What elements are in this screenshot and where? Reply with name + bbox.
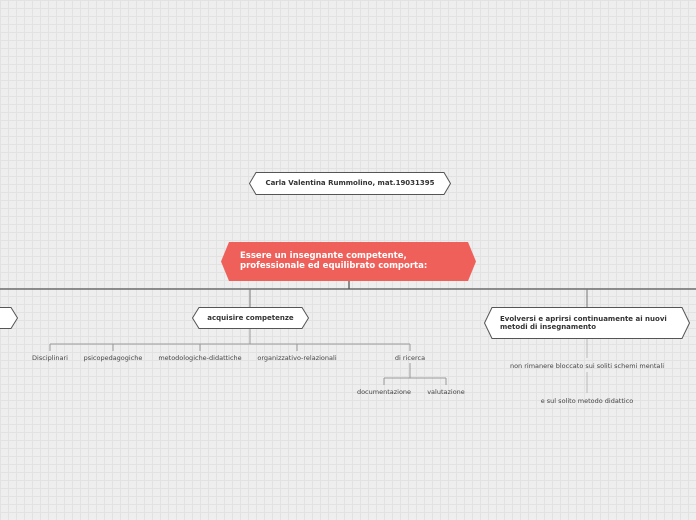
item-valutazione[interactable]: valutazione bbox=[427, 388, 465, 396]
evolversi-shape bbox=[483, 307, 691, 339]
central-topic-shape bbox=[221, 242, 476, 281]
item-organizzativo-relazionali[interactable]: organizzativo-relazionali bbox=[257, 354, 337, 362]
left-branch-shape bbox=[0, 307, 19, 329]
evolversi-node[interactable]: Evolversi e aprirsi continuamente ai nuo… bbox=[483, 307, 691, 339]
competenze-label: acquisire competenze bbox=[207, 313, 294, 322]
left-branch-label bbox=[0, 307, 18, 329]
central-topic-node[interactable]: Essere un insegnante competente, profess… bbox=[221, 242, 476, 281]
evolversi-label: Evolversi e aprirsi continuamente ai nuo… bbox=[500, 314, 667, 331]
item-metodologiche-didattiche[interactable]: metodologiche-didattiche bbox=[158, 354, 242, 362]
author-label: Carla Valentina Rummolino, mat.19031395 bbox=[265, 179, 435, 188]
item-schemi-mentali[interactable]: non rimanere bloccato sui soliti schemi … bbox=[509, 362, 665, 370]
central-topic-label: Essere un insegnante competente, profess… bbox=[240, 250, 428, 271]
author-node-shape bbox=[248, 172, 452, 195]
item-psicopedagogiche[interactable]: psicopedagogiche bbox=[83, 354, 143, 362]
competenze-node[interactable]: acquisire competenze bbox=[191, 307, 310, 329]
item-metodo-didattico[interactable]: e sul solito metodo didattico bbox=[540, 397, 634, 405]
item-documentazione[interactable]: documentazione bbox=[356, 388, 412, 396]
item-di-ricerca[interactable]: di ricerca bbox=[394, 354, 426, 362]
author-node[interactable]: Carla Valentina Rummolino, mat.19031395 bbox=[248, 172, 452, 195]
item-disciplinari[interactable]: Disciplinari bbox=[32, 354, 68, 362]
left-branch-node[interactable] bbox=[0, 307, 19, 329]
competenze-shape bbox=[191, 307, 310, 329]
